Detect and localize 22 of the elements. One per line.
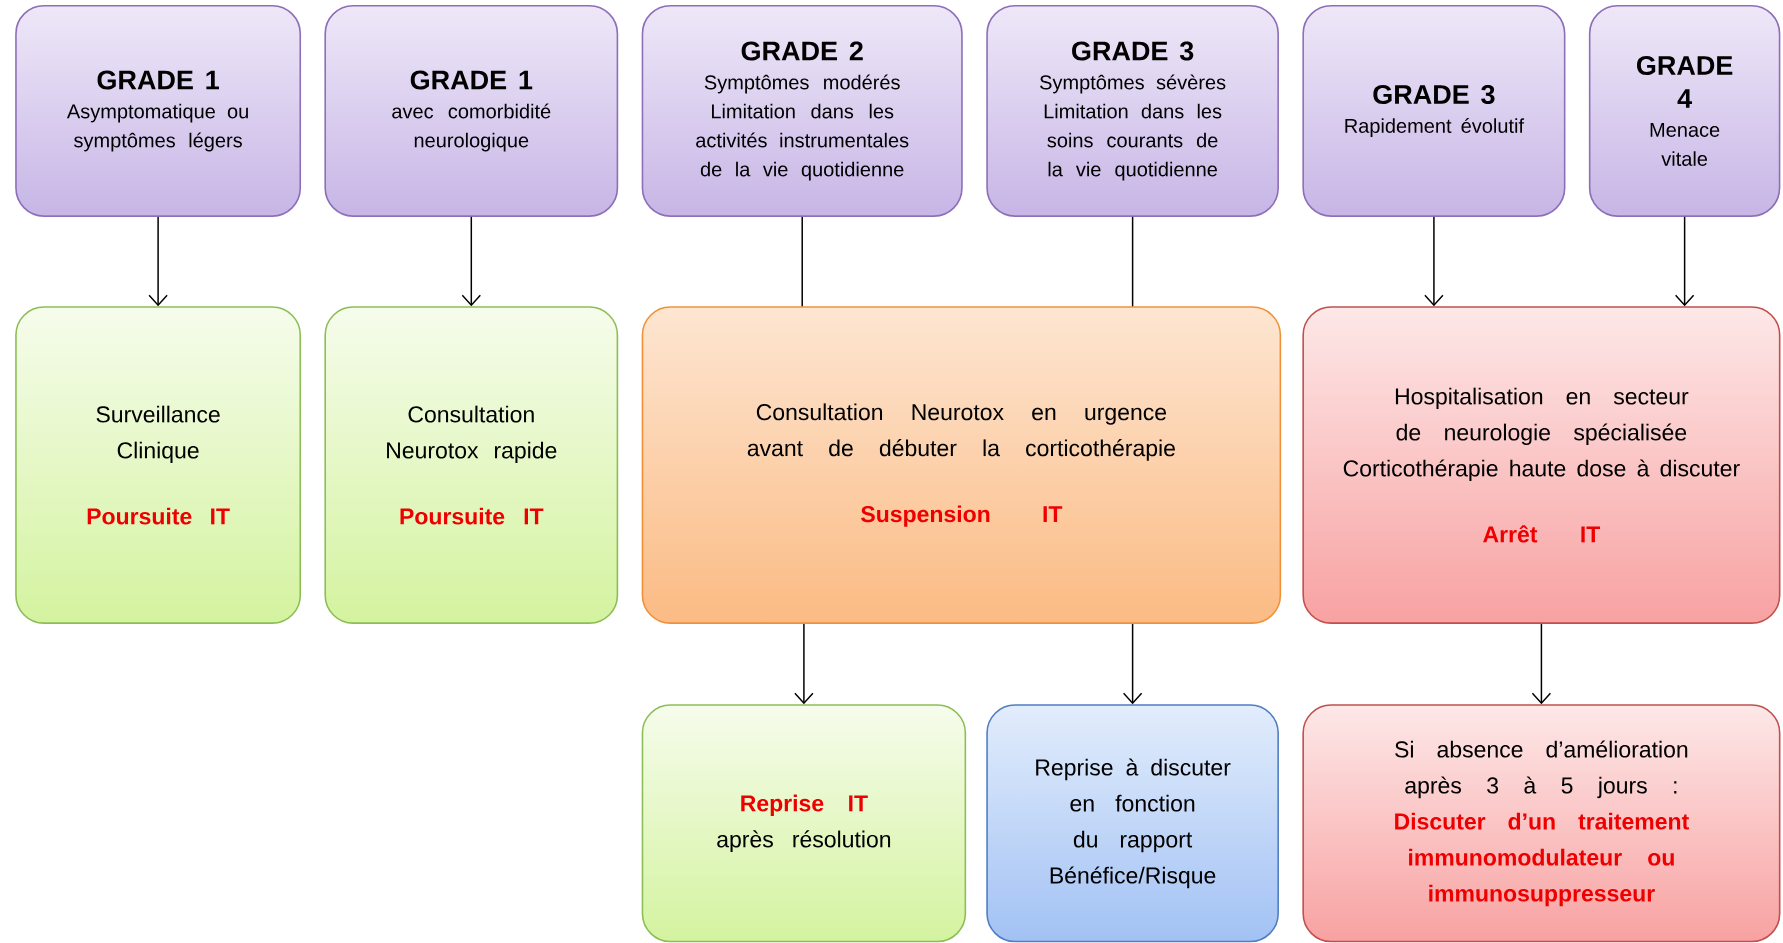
arrow <box>1424 216 1444 307</box>
grade-box: GRADE 3 Rapidement évolutif <box>1302 4 1566 217</box>
grade-box: GRADE 1 Asymptomatique ou symptômes légers <box>15 4 302 217</box>
grade-box: GRADE 2 Symptômes modérés Limitation dans les activités instrumentales de la vie quotidienne <box>641 4 963 217</box>
arrow <box>1122 623 1143 705</box>
connector-line <box>801 216 803 307</box>
arrow <box>1531 623 1552 705</box>
action-box: Reprise à discuter en fonction du rapport Bénéfice/Risque <box>986 704 1279 943</box>
connector-line <box>1131 216 1134 307</box>
arrow <box>148 216 168 307</box>
arrow <box>461 216 482 307</box>
grade-box: GRADE 1 avec comorbidité neurologique <box>324 4 619 217</box>
arrow <box>794 623 814 705</box>
grade-box: GRADE 3 Symptômes sévères Limitation dans les soins courants de la vie quotidienne <box>986 4 1279 217</box>
action-box: Reprise IT après résolution <box>641 704 967 943</box>
action-box: Surveillance Clinique Poursuite IT <box>15 306 302 624</box>
action-box: Consultation Neurotox rapide Poursuite IT <box>324 306 619 624</box>
action-box: Si absence d’amélioration après 3 à 5 jours : Discuter d’un traitement immunomodulateur ou immunosuppresseur <box>1302 704 1781 943</box>
action-box: Consultation Neurotox en urgence avant de débuter la corticothérapie Suspension IT <box>641 306 1282 624</box>
arrow <box>1674 216 1695 307</box>
action-box: Hospitalisation en secteur de neurologie spécialisée Corticothérapie haute dose à discuter Arrêt IT <box>1302 306 1781 624</box>
grade-box: GRADE 4 Menace vitale <box>1588 4 1781 217</box>
